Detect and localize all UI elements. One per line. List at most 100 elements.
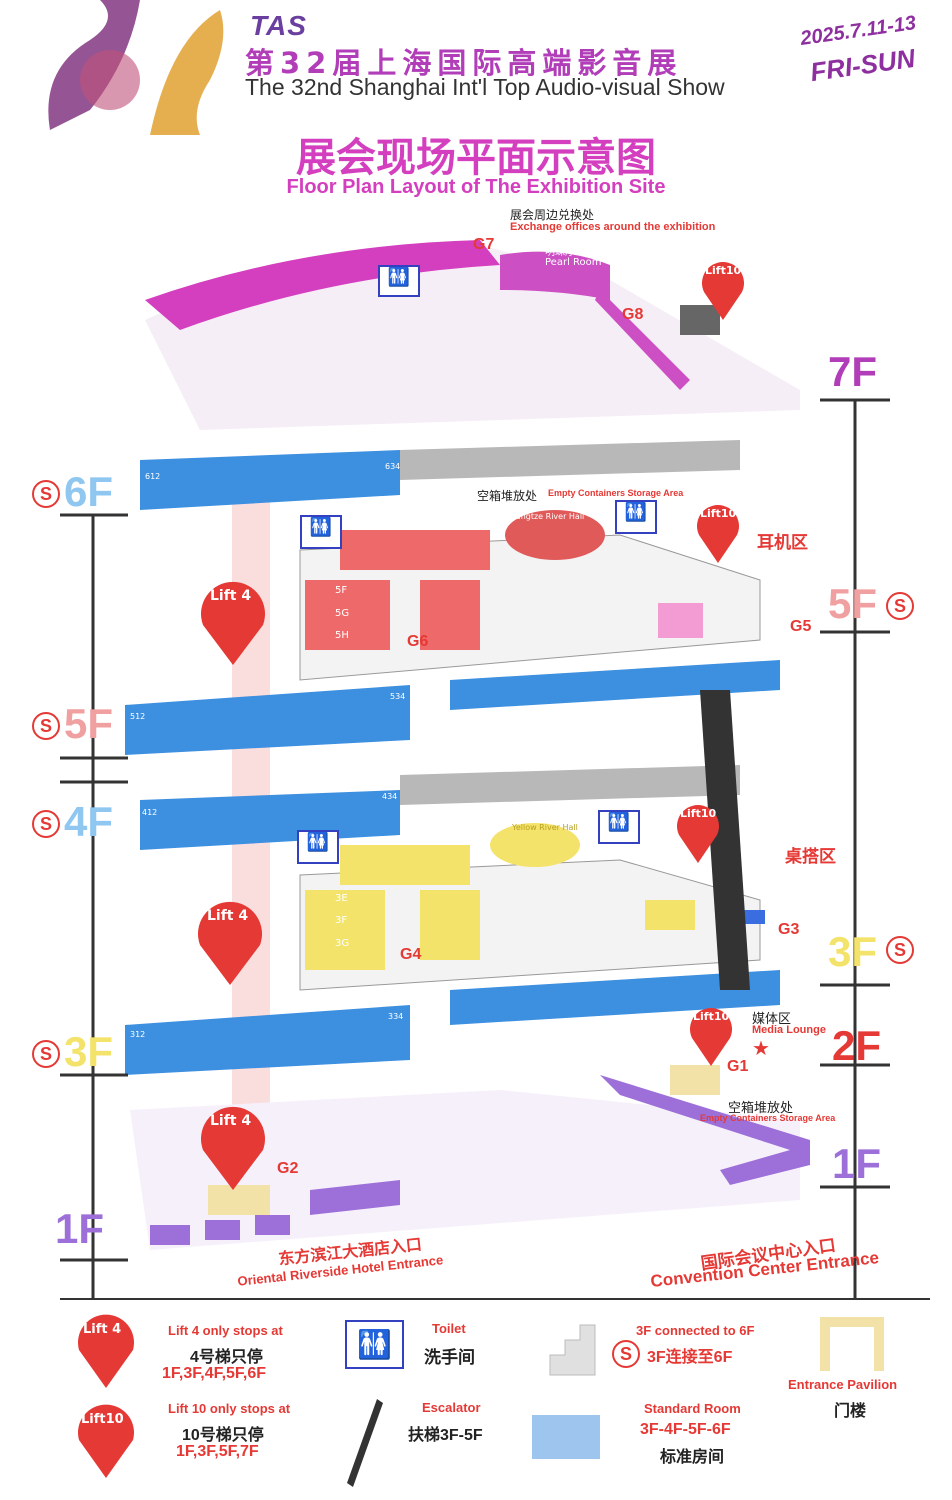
escalator-legend-en: Escalator <box>422 1400 481 1415</box>
room-f5-534: 534 <box>390 692 406 701</box>
connect-legend-cn: 3F连接至6F <box>647 1349 733 1366</box>
map-title-en: Floor Plan Layout of The Exhibition Site <box>286 176 666 198</box>
toilet-icon-4f: 🚻 <box>297 830 339 864</box>
empty-containers2-en: Empty Containers Storage Area <box>700 1113 836 1123</box>
floor-3f-left-label: 3F <box>64 1028 114 1075</box>
floor-5f-left-label: 5F <box>64 700 114 747</box>
standard-room-title: Standard Room <box>644 1401 741 1416</box>
gate-g5: G5 <box>790 618 812 635</box>
yellow-hall-label: Yellow River Hall <box>512 823 578 832</box>
s-icon-6f: S <box>32 480 60 508</box>
gate-g7: G7 <box>473 236 495 253</box>
floor-3f-plan <box>125 823 780 1075</box>
map-title-cn: 展会现场平面示意图 <box>296 135 656 181</box>
room-f4-412: 412 <box>142 808 158 817</box>
toilet-icon-3f: 🚻 <box>598 810 640 844</box>
star-icon: ★ <box>752 1036 770 1060</box>
gate-g3: G3 <box>778 921 800 938</box>
connect-legend-en: 3F connected to 6F <box>636 1323 755 1338</box>
room-f6-612: 612 <box>145 472 161 481</box>
exchange-label-cn: 展会周边兑换处 <box>510 208 595 222</box>
lift10-legend-icon: Lift10 <box>75 1400 137 1480</box>
empty-containers-cn: 空箱堆放处 <box>477 489 538 503</box>
gate-g1: G1 <box>727 1058 749 1075</box>
floor-2f-label: 2F <box>832 1022 882 1069</box>
lift4-legend-floors: 1F,3F,4F,5F,6F <box>162 1365 267 1382</box>
escalator-legend-cn: 扶梯3F-5F <box>408 1427 483 1444</box>
yangtze-hall-label: Yangtze River Hall <box>512 512 585 521</box>
show-title-cn: 第32届上海国际高端影音展 <box>245 46 683 80</box>
lift10-legend-en: Lift 10 only stops at <box>168 1401 291 1416</box>
gate-g6: G6 <box>407 633 429 650</box>
lift4-pin-1f: Lift 4 <box>198 1105 268 1190</box>
lift10-legend-cn: 10号梯只停 <box>182 1427 264 1444</box>
floor-1f-left-label: 1F <box>55 1205 105 1252</box>
exchange-label-en: Exchange offices around the exhibition <box>510 221 716 233</box>
s-icon-5f-right: S <box>886 592 914 620</box>
room-f6-634: 634 <box>385 462 401 471</box>
lift4-pin-3f: Lift 4 <box>195 900 265 985</box>
floor-5f-right-label: 5F <box>828 580 878 627</box>
toilet-icon-7f: 🚻 <box>378 265 420 297</box>
gate-g2: G2 <box>277 1160 299 1177</box>
lift10-pin-3f: Lift10 <box>675 805 721 863</box>
s-icon-5f-left: S <box>32 712 60 740</box>
floor-1f-plan <box>130 1065 810 1250</box>
room-5g: 5G <box>335 608 350 619</box>
toilet-legend-cn: 洗手间 <box>424 1348 475 1367</box>
toilet-icon-6f: 🚻 <box>300 515 342 549</box>
legend: Lift 4 Lift 4 only stops at 4号梯只停 1F,3F,… <box>0 1305 952 1500</box>
gate-g8: G8 <box>622 306 644 323</box>
lift4-legend-icon: Lift 4 <box>75 1310 137 1390</box>
lift4-legend-cn: 4号梯只停 <box>190 1349 263 1366</box>
standard-room-cn: 标准房间 <box>660 1449 725 1466</box>
empty-containers-en: Empty Containers Storage Area <box>548 488 684 498</box>
room-3g: 3G <box>335 938 350 949</box>
s-icon-3f-right: S <box>886 936 914 964</box>
floor-4f-plan <box>140 765 740 850</box>
room-f3-312: 312 <box>130 1030 146 1039</box>
s-icon-4f: S <box>32 810 60 838</box>
desktop-area-label: 桌搭区 <box>785 847 836 866</box>
s-icon-legend: S <box>612 1340 640 1368</box>
empty-containers2-cn: 空箱堆放处 <box>728 1101 794 1116</box>
show-days: FRI-SUN <box>808 42 917 88</box>
floor-6f-plan <box>140 440 740 510</box>
standard-room-swatch <box>532 1415 600 1459</box>
show-title-en: The 32nd Shanghai Int'l Top Audio-visual… <box>245 74 725 100</box>
s-icon-3f-left: S <box>32 1040 60 1068</box>
media-lounge-en: Media Lounge <box>752 1024 826 1036</box>
pavilion-legend-en: Entrance Pavilion <box>788 1377 898 1392</box>
headphone-area-label: 耳机区 <box>757 533 808 552</box>
room-f5-512: 512 <box>130 712 146 721</box>
pearl-room-label: Pearl Room <box>545 257 602 268</box>
room-3f: 3F <box>335 915 348 926</box>
lift4-pin-5f: Lift 4 <box>198 580 268 665</box>
standard-room-floors: 3F-4F-5F-6F <box>640 1421 731 1438</box>
room-5f: 5F <box>335 585 348 596</box>
floor-4f-label: 4F <box>64 798 114 845</box>
toilet-legend-en: Toilet <box>432 1321 466 1336</box>
pearl-room-label-cn: 明珠厅 <box>545 247 575 258</box>
floor-plan-map <box>60 240 930 1300</box>
pavilion-legend-icon <box>820 1317 884 1371</box>
floor-1f-right-label: 1F <box>832 1140 882 1187</box>
lift10-pin-7f: Lift10 <box>700 262 746 320</box>
pavilion-legend-cn: 门楼 <box>834 1403 867 1420</box>
gate-g4: G4 <box>400 946 422 963</box>
lift10-pin-1f: Lift10 <box>688 1008 734 1066</box>
floor-3f-right-label: 3F <box>828 928 878 975</box>
stairs-legend-icon <box>545 1315 600 1377</box>
floor-5f-plan <box>125 510 780 755</box>
logo-art <box>30 0 230 135</box>
toilet-icon-5f: 🚻 <box>615 500 657 534</box>
lift10-legend-floors: 1F,3F,5F,7F <box>176 1443 259 1460</box>
room-5h: 5H <box>335 630 349 641</box>
room-f4-434: 434 <box>382 792 398 801</box>
floor-7f-plan <box>145 240 800 430</box>
room-3e: 3E <box>335 893 348 904</box>
floor-7f-label: 7F <box>828 348 878 395</box>
lift10-pin-5f: Lift10 <box>695 505 741 563</box>
room-f3-334: 334 <box>388 1012 404 1021</box>
escalator-legend-icon <box>345 1397 385 1489</box>
